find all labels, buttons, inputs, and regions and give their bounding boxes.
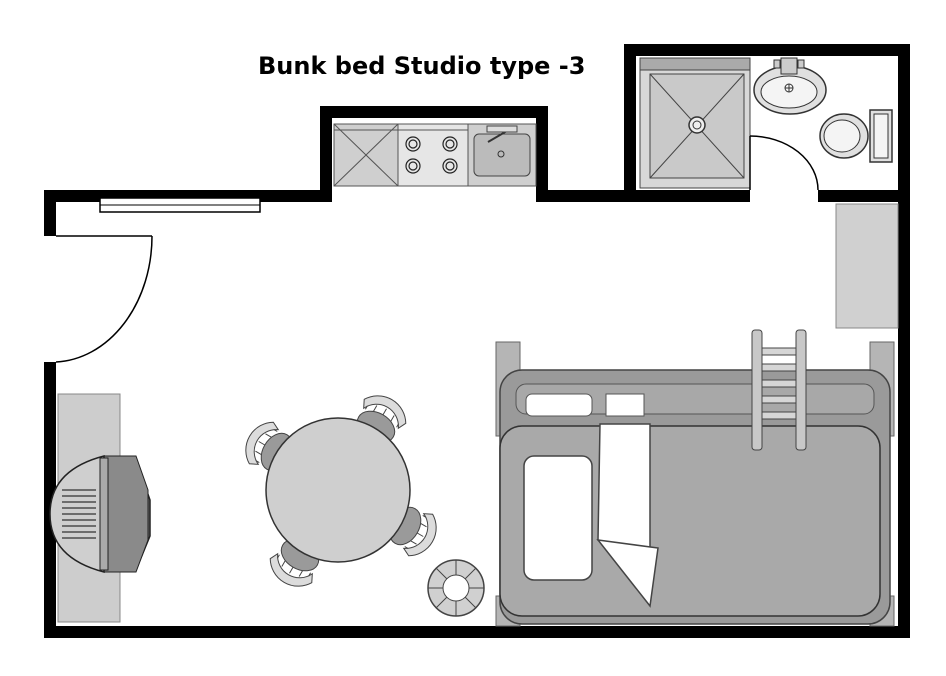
ladder: [751, 329, 807, 451]
bathroom-door: [749, 135, 819, 191]
stool: [427, 559, 485, 617]
stove: [397, 123, 469, 187]
plan-title: Bunk bed Studio type -3: [258, 52, 586, 80]
toilet: [819, 109, 893, 163]
bunk-bed: [495, 341, 895, 627]
window: [99, 197, 261, 213]
entry-door: [55, 235, 153, 363]
kitchen-sink: [467, 123, 537, 187]
bathroom-sink: [753, 57, 827, 115]
shower: [639, 57, 751, 189]
dining-table: [265, 417, 411, 563]
walls: [44, 44, 910, 638]
side-cabinet: [835, 203, 899, 329]
tv: [49, 455, 151, 573]
